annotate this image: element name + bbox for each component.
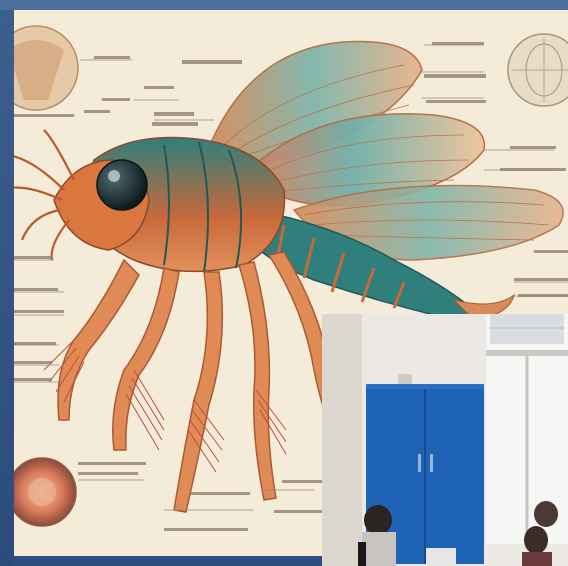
background-top-strip: [0, 0, 568, 10]
inset-classroom-photo: [322, 314, 568, 566]
detail-circle-top-right: [508, 34, 568, 106]
compound-eye: [97, 160, 147, 210]
detail-circle-top-left: [14, 26, 132, 110]
detail-circle-bottom-left: [14, 458, 144, 526]
background-left-strip: [0, 10, 14, 566]
classroom-photo-svg: [322, 314, 568, 566]
